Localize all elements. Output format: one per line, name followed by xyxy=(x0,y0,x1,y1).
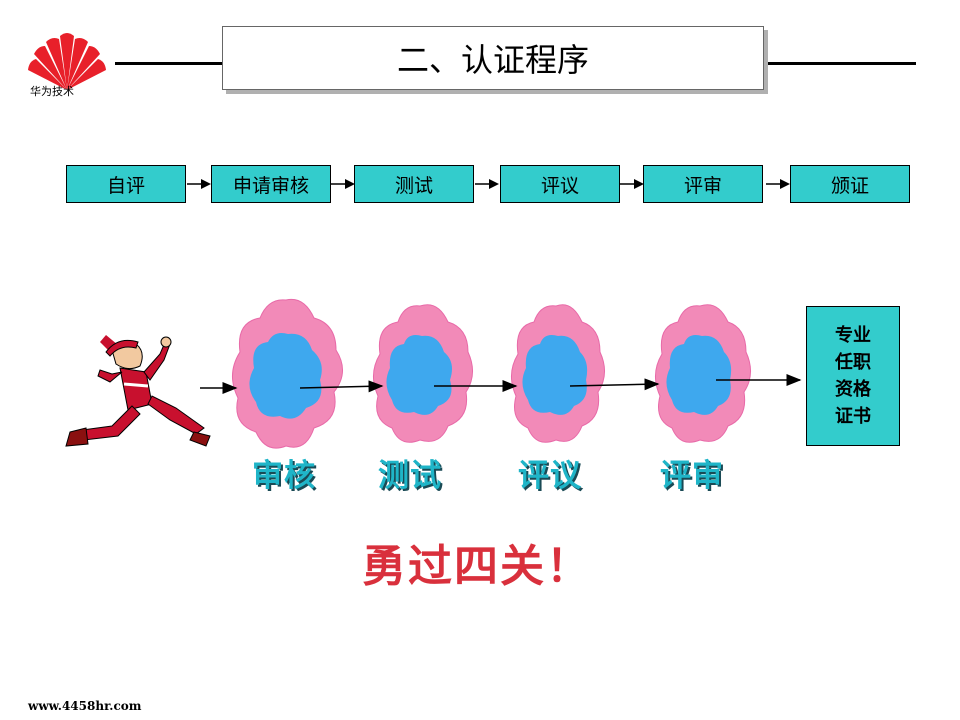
title-rule-left xyxy=(115,62,223,65)
certificate-line: 任职 xyxy=(835,352,871,373)
process-step-self-assessment: 自评 xyxy=(66,165,186,203)
gate-cloud-audit xyxy=(232,298,343,449)
flow-arrow-3 xyxy=(569,378,660,391)
certificate-box: 专业 任职 资格 证书 xyxy=(806,306,900,446)
footer-url: www.4458hr.com xyxy=(28,699,142,713)
certificate-line: 资格 xyxy=(835,379,871,400)
slogan: 勇过四关！ xyxy=(362,541,592,592)
step-arrow-icon xyxy=(620,179,644,189)
page-title: 二、认证程序 xyxy=(222,26,764,90)
certificate-line: 专业 xyxy=(835,325,871,346)
process-step-evaluation: 评议 xyxy=(500,165,620,203)
sunburst-logo-icon xyxy=(28,33,106,90)
gate-label-audit: 审核 xyxy=(252,458,316,494)
running-santa-figure-icon xyxy=(65,335,211,447)
title-rule-right xyxy=(766,62,916,65)
process-step-application-review: 申请审核 xyxy=(211,165,331,203)
process-step-certification: 颁证 xyxy=(790,165,910,203)
gate-label-review: 评审 xyxy=(660,458,724,494)
gate-cloud-test xyxy=(373,304,473,443)
step-arrow-icon xyxy=(331,179,355,189)
logo-text: 华为技术 xyxy=(30,85,74,98)
gate-label-test: 测试 xyxy=(378,458,442,494)
gate-label-evaluation: 评议 xyxy=(518,458,582,494)
step-arrow-icon xyxy=(475,179,499,189)
flow-arrow-1 xyxy=(299,380,384,393)
process-step-test: 测试 xyxy=(354,165,474,203)
gate-cloud-review xyxy=(655,304,751,443)
certificate-line: 证书 xyxy=(835,406,871,427)
step-arrow-icon xyxy=(187,179,211,189)
step-arrow-icon xyxy=(766,179,790,189)
gate-cloud-evaluation xyxy=(511,304,605,443)
